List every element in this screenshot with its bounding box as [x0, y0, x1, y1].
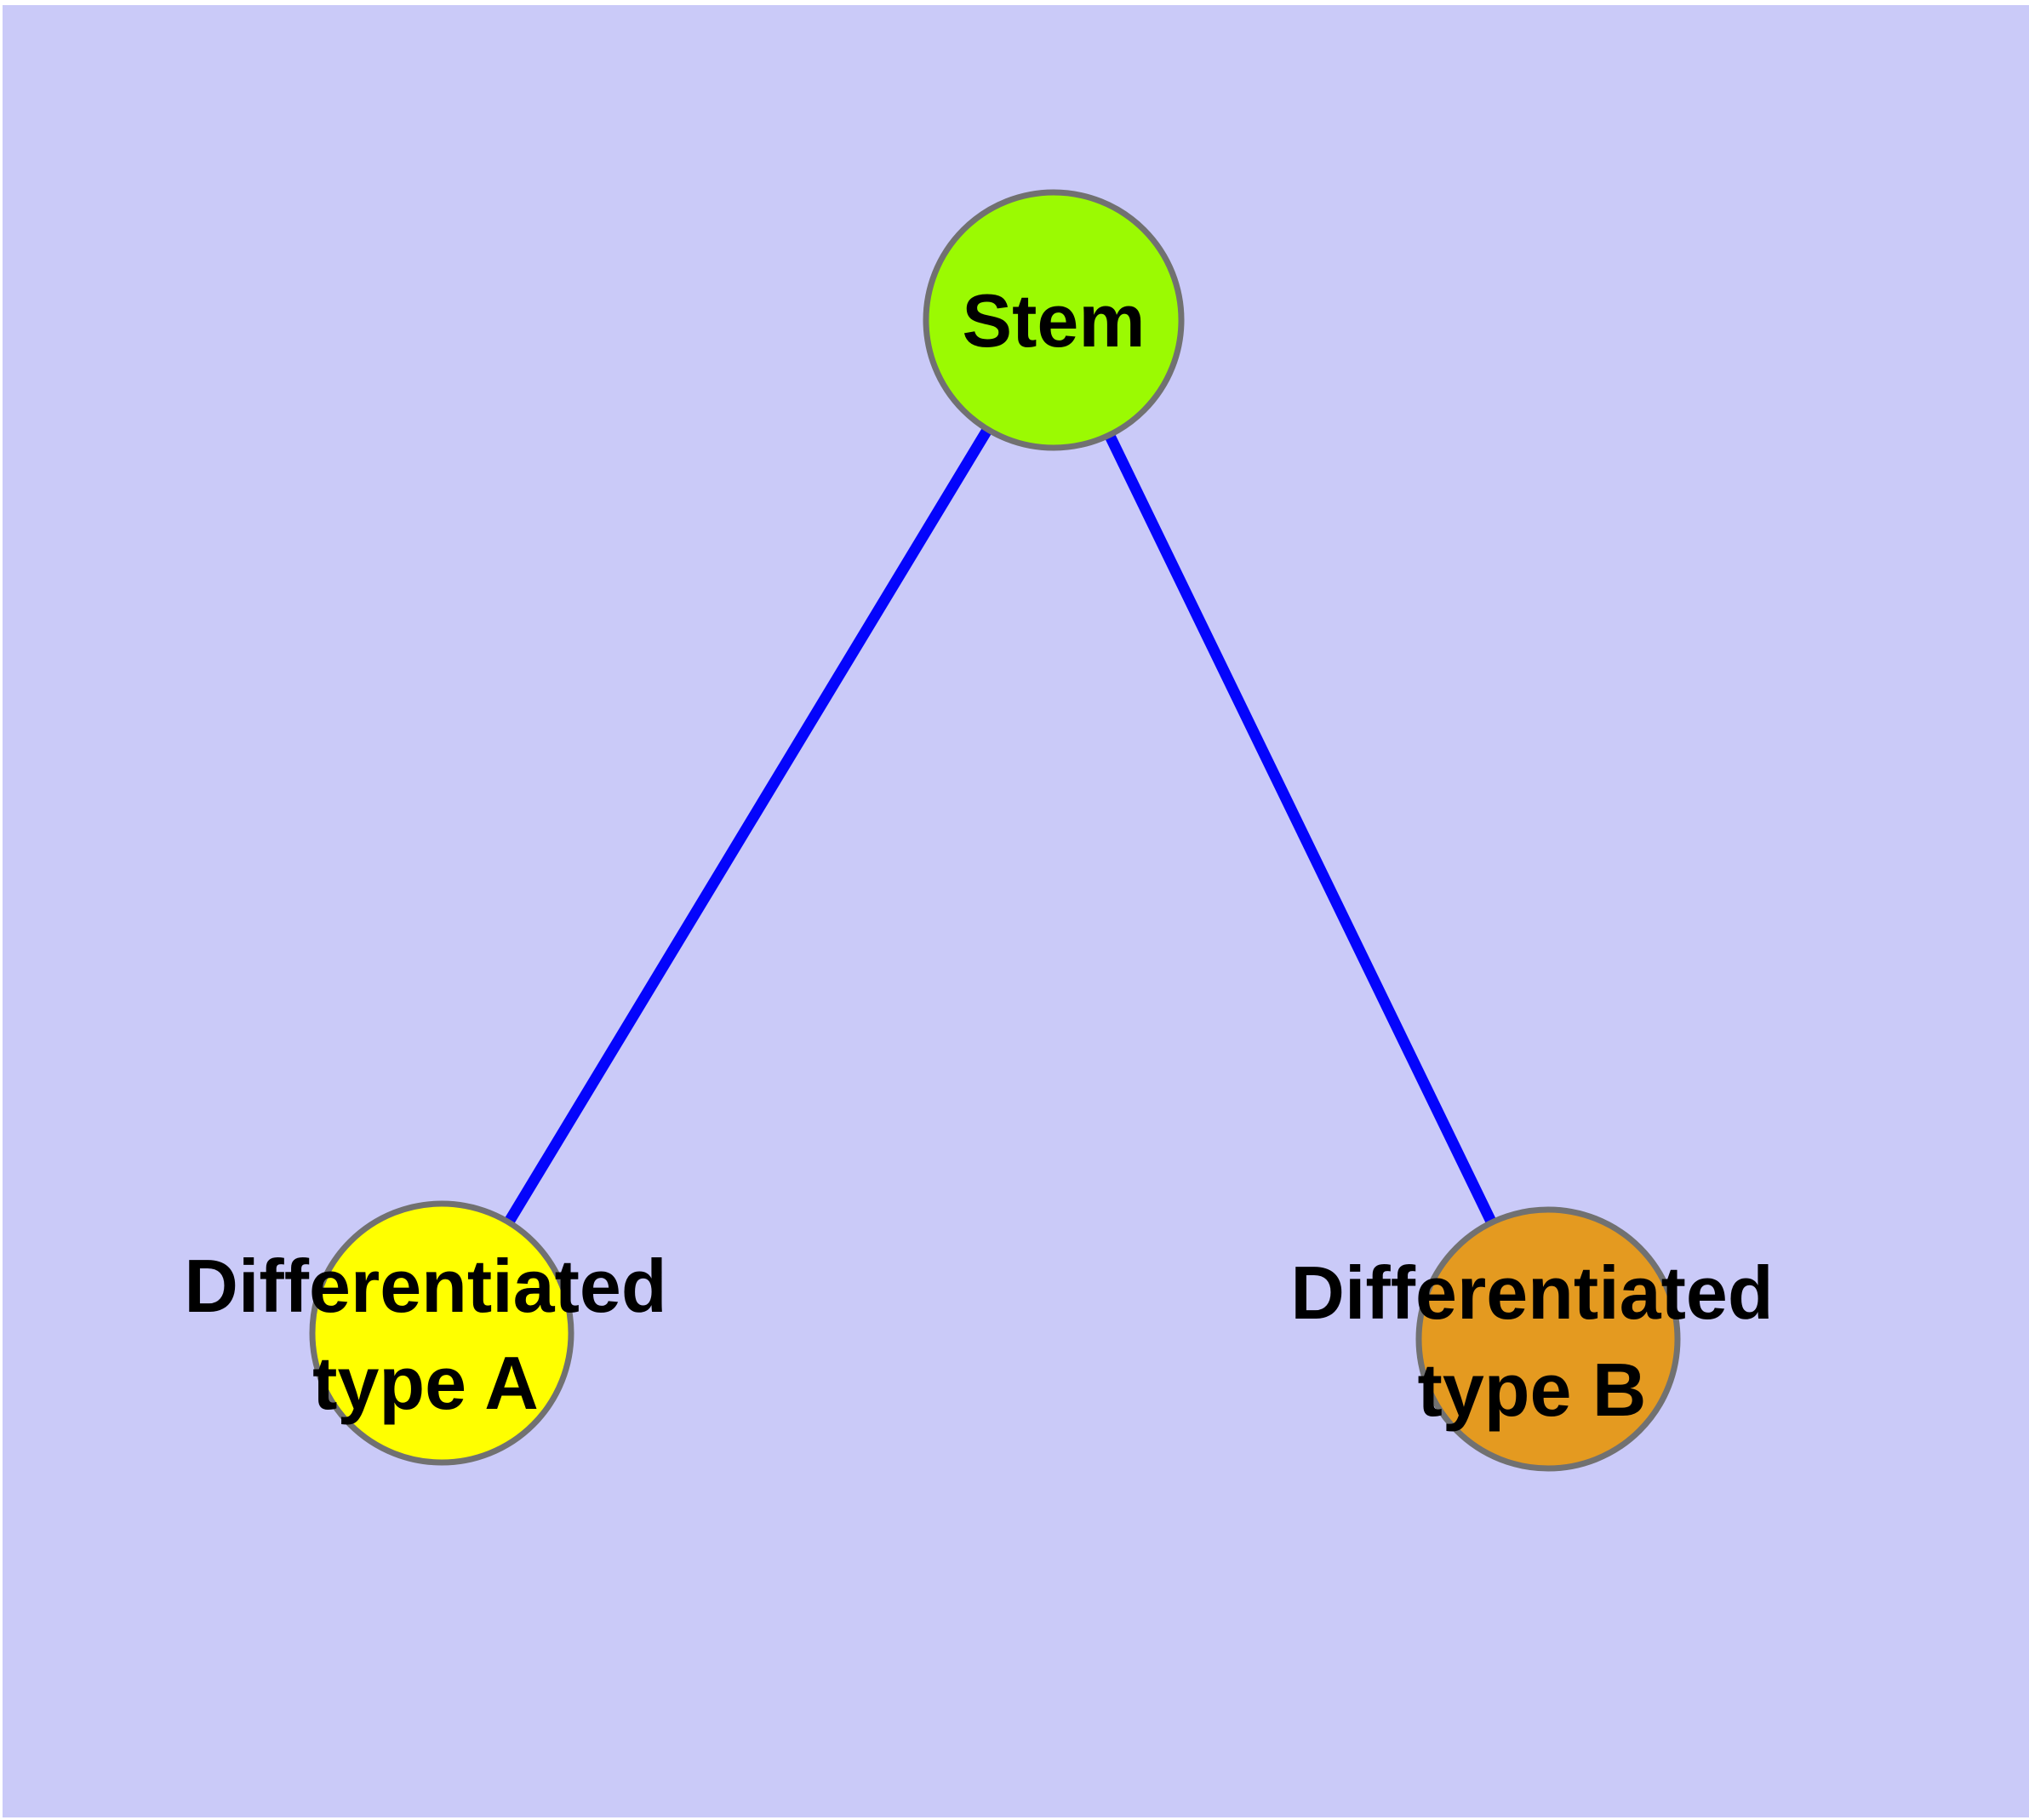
node-type-a-label-line-1: Differentiated	[184, 1244, 666, 1328]
node-differentiated-type-a	[309, 1200, 574, 1466]
node-type-a-label-line-2: type A	[312, 1341, 539, 1425]
node-stem-label: Stem	[962, 278, 1145, 363]
node-type-b-label-line-2: type B	[1418, 1348, 1647, 1432]
node-stem	[923, 189, 1185, 451]
edge-stem-to-type-b	[1049, 318, 1553, 1342]
node-differentiated-type-b	[1415, 1206, 1681, 1472]
edge-stem-to-type-a	[437, 317, 1059, 1336]
node-type-b-label-line-1: Differentiated	[1290, 1251, 1773, 1335]
